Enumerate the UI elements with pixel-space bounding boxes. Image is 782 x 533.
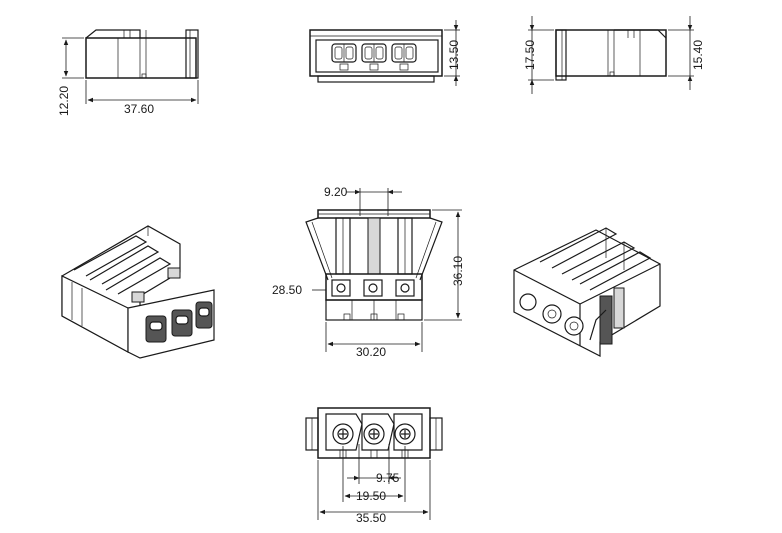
screw-3 [394, 423, 416, 445]
front-terminal-1 [331, 43, 357, 71]
dim-side-right-total-height: 17.50 [523, 40, 537, 70]
screw-2 [363, 423, 385, 445]
side-view-right: 17.50 15.40 [523, 16, 705, 94]
dim-center-body-height: 28.50 [272, 283, 302, 297]
dim-side-left-length: 37.60 [124, 102, 154, 116]
dim-center-width: 30.20 [356, 345, 386, 359]
bottom-top-view: 9.75 19.50 35.50 [305, 407, 443, 525]
dim-bottom-width: 35.50 [356, 511, 386, 525]
isometric-view-left [61, 225, 215, 359]
isometric-view-right [513, 227, 661, 357]
dim-bottom-pitch: 9.75 [376, 471, 400, 485]
dim-bottom-span: 19.50 [356, 489, 386, 503]
front-view-top: 13.50 [309, 20, 461, 86]
dim-front-top-height: 13.50 [447, 40, 461, 70]
front-terminal-2 [361, 43, 387, 71]
dim-side-left-height: 12.20 [57, 86, 71, 116]
front-terminal-3 [391, 43, 417, 71]
side-view-left: 37.60 12.20 [57, 29, 199, 116]
dim-side-right-body-height: 15.40 [691, 40, 705, 70]
dim-center-overall-height: 36.10 [451, 256, 465, 286]
dim-center-pin-pitch: 9.20 [324, 185, 348, 199]
center-elevation-view: 9.20 36.10 28.50 30.20 [272, 185, 465, 359]
screw-1 [332, 423, 354, 445]
